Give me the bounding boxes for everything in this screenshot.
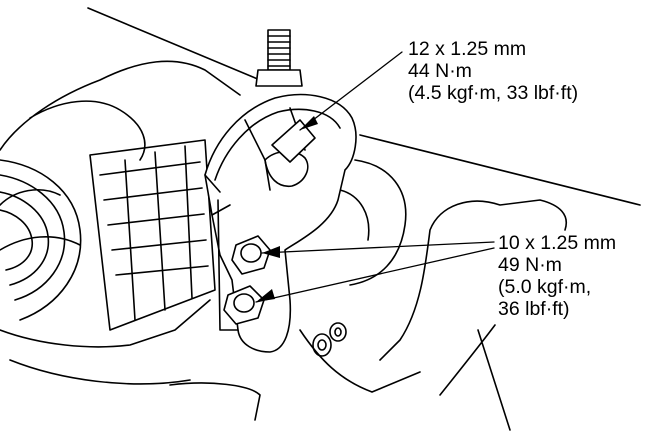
engine-mount-bracket [204,93,357,353]
transmission-housing [339,159,567,431]
lower-bolts-torque-spec: 10 x 1.25 mm 49 N·m (5.0 kgf·m, 36 lbf·f… [498,232,616,320]
cylinder-block-ribs [89,139,216,331]
lower-body-outline [0,299,421,421]
upper-bolt-torque-alt: (4.5 kgf·m, 33 lbf·ft) [408,82,579,104]
engine-block-outline [0,60,241,251]
lower-bolt-size: 10 x 1.25 mm [498,232,617,254]
lower-bolt-torque-nm: 49 N·m [498,254,562,276]
callout-arrowheads [256,116,318,302]
frame-edge-top [87,7,641,206]
upper-bolt-torque-spec: 12 x 1.25 mm 44 N·m (4.5 kgf·m, 33 lbf·f… [408,38,578,104]
housing-bolt-heads [312,322,347,357]
lower-bolt-torque-lbf: 36 lbf·ft) [498,298,570,320]
engine-pulley-rings [0,159,82,321]
callout-leader-lines [255,51,495,303]
lower-mount-bolts [223,235,271,325]
lower-bolt-torque-kgf: (5.0 kgf·m, [498,276,592,298]
mount-stud [255,29,303,87]
upper-bolt-torque-nm: 44 N·m [408,60,472,82]
upper-bolt-size: 12 x 1.25 mm [408,38,527,60]
